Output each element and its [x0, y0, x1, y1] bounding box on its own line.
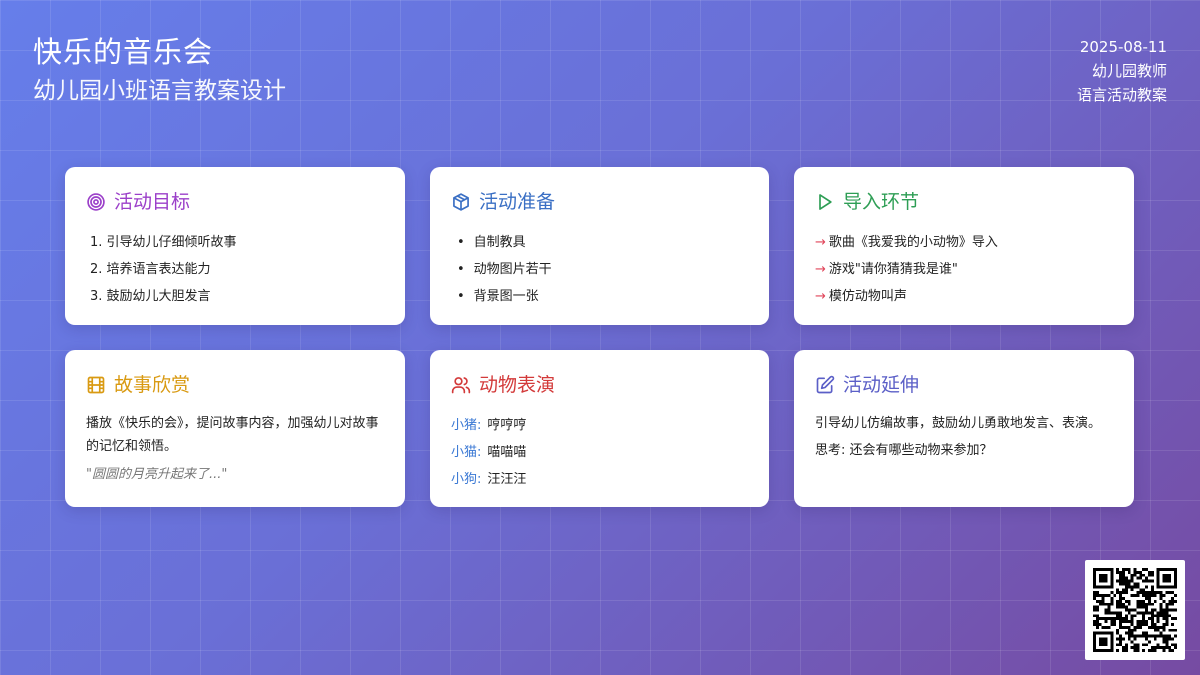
story-text: 播放《快乐的会》，提问故事内容，加强幼儿对故事的记忆和领悟。 — [86, 416, 379, 454]
card-prep: 活动准备 自制教具 动物图片若干 背景图一张 — [430, 167, 769, 325]
story-body: 播放《快乐的会》，提问故事内容，加强幼儿对故事的记忆和领悟。 "圆圆的月亮升起来… — [86, 412, 385, 486]
card-title: 故事欣赏 — [114, 374, 191, 396]
arrow-icon: → — [815, 262, 826, 277]
edit-icon — [816, 375, 835, 394]
list-item: 小猪: 哼哼哼 — [451, 412, 749, 439]
list-item: 自制教具 — [457, 229, 749, 256]
goals-list: 1. 引导幼儿仔细倾听故事 2. 培养语言表达能力 3. 鼓励幼儿大胆发言 — [86, 229, 385, 310]
card-title: 活动目标 — [114, 191, 191, 213]
card-title: 导入环节 — [843, 191, 920, 213]
arrow-icon: → — [815, 289, 826, 304]
list-item: 动物图片若干 — [457, 256, 749, 283]
list-item: →游戏"请你猜猜我是谁" — [815, 256, 1114, 283]
card-header: 活动目标 — [86, 189, 385, 215]
page-header: 快乐的音乐会 幼儿园小班语言教案设计 — [33, 34, 286, 108]
card-title: 活动准备 — [479, 191, 556, 213]
role-name: 小猫: — [451, 445, 482, 460]
perform-list: 小猪: 哼哼哼 小猫: 喵喵喵 小狗: 汪汪汪 — [451, 412, 749, 493]
role-sound: 汪汪汪 — [487, 472, 527, 487]
qr-code — [1085, 560, 1185, 660]
list-item: 背景图一张 — [457, 283, 749, 310]
target-icon — [87, 193, 105, 211]
category-text: 语言活动教案 — [1076, 86, 1167, 104]
list-item: 小猫: 喵喵喵 — [451, 439, 749, 466]
list-item: 1. 引导幼儿仔细倾听故事 — [90, 235, 237, 250]
arrow-icon: → — [815, 235, 826, 250]
role-name: 小猪: — [451, 418, 482, 433]
prep-list: 自制教具 动物图片若干 背景图一张 — [451, 229, 749, 310]
card-header: 活动延伸 — [815, 372, 1114, 398]
list-item: →模仿动物叫声 — [815, 283, 1114, 310]
page-subtitle: 幼儿园小班语言教案设计 — [33, 78, 286, 104]
card-intro: 导入环节 →歌曲《我爱我的小动物》导入 →游戏"请你猜猜我是谁" →模仿动物叫声 — [794, 167, 1134, 325]
role-sound: 喵喵喵 — [487, 445, 527, 460]
list-item-text: 游戏"请你猜猜我是谁" — [828, 262, 958, 277]
meta-info: 2025-08-11 幼儿园教师 语言活动教案 — [1077, 35, 1167, 107]
film-icon — [87, 376, 105, 394]
extend-text: 引导幼儿仿编故事，鼓励幼儿勇敢地发言、表演。 — [815, 416, 1102, 431]
list-item: 2. 培养语言表达能力 — [90, 262, 211, 277]
author-text: 幼儿园教师 — [1091, 62, 1167, 80]
card-perform: 动物表演 小猪: 哼哼哼 小猫: 喵喵喵 小狗: 汪汪汪 — [430, 350, 769, 507]
card-header: 导入环节 — [815, 189, 1114, 215]
users-icon — [451, 377, 471, 394]
page-title: 快乐的音乐会 — [33, 35, 214, 69]
role-name: 小狗: — [451, 472, 482, 487]
box-icon — [453, 193, 469, 211]
list-item-text: 歌曲《我爱我的小动物》导入 — [828, 235, 998, 250]
list-item: →歌曲《我爱我的小动物》导入 — [815, 229, 1114, 256]
role-sound: 哼哼哼 — [487, 418, 527, 433]
date-text: 2025-08-11 — [1079, 38, 1167, 56]
card-header: 动物表演 — [451, 372, 749, 398]
card-header: 活动准备 — [451, 189, 749, 215]
list-item: 小狗: 汪汪汪 — [451, 466, 749, 493]
card-title: 活动延伸 — [843, 374, 920, 396]
intro-list: →歌曲《我爱我的小动物》导入 →游戏"请你猜猜我是谁" →模仿动物叫声 — [815, 229, 1114, 310]
story-quote: "圆圆的月亮升起来了..." — [86, 467, 228, 482]
list-item: 3. 鼓励幼儿大胆发言 — [90, 289, 211, 304]
card-goals: 活动目标 1. 引导幼儿仔细倾听故事 2. 培养语言表达能力 3. 鼓励幼儿大胆… — [65, 167, 405, 325]
list-item-text: 模仿动物叫声 — [828, 289, 907, 304]
card-title: 动物表演 — [479, 374, 556, 396]
extend-question: 思考: 还会有哪些动物来参加？ — [815, 443, 993, 458]
play-icon — [819, 194, 832, 210]
extend-body: 引导幼儿仿编故事，鼓励幼儿勇敢地发言、表演。 思考: 还会有哪些动物来参加？ — [815, 412, 1114, 462]
card-extend: 活动延伸 引导幼儿仿编故事，鼓励幼儿勇敢地发言、表演。 思考: 还会有哪些动物来… — [794, 350, 1134, 507]
qr-code-image — [1093, 568, 1177, 652]
card-story: 故事欣赏 播放《快乐的会》，提问故事内容，加强幼儿对故事的记忆和领悟。 "圆圆的… — [65, 350, 405, 507]
card-header: 故事欣赏 — [86, 372, 385, 398]
